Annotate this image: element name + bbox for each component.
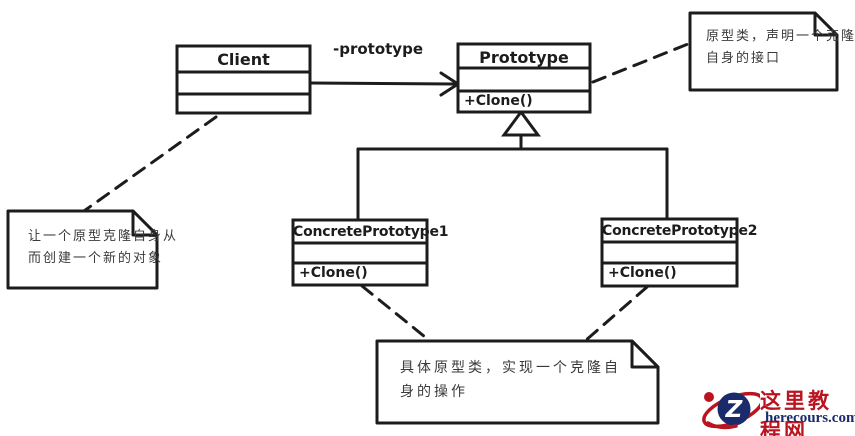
concrete2-note-link [583,285,649,343]
concrete1-note-link [360,284,432,343]
association-line [308,81,457,86]
prototype-note-line1: 原型类，声明一个克隆 [706,29,855,44]
prototype-note-link [591,42,690,84]
client-note-shape [6,209,159,290]
concrete1-class-name: ConcretePrototype1 [293,224,449,240]
client-note-line1: 让一个原型克隆自身从 [28,229,179,244]
client-note-fold-icon [131,209,159,237]
client-note-text: 让一个原型克隆自身从 而创建一个新的对象 [28,226,178,270]
client-class-name: Client [217,50,270,69]
prototype-class-name: Prototype [479,48,569,67]
concrete-note-text: 具体原型类，实现一个克隆自 身的操作 [400,356,621,404]
prototype-note-text: 原型类，声明一个克隆 自身的接口 [706,26,855,70]
prototype-note-fold-icon [813,11,839,37]
concrete2-clone-method: +Clone() [608,265,677,281]
concrete-note-fold-icon [630,339,660,369]
generalization-triangle-icon [501,109,541,137]
logo-site-name: 这里教程网 [760,389,832,436]
concrete1-clone-method: +Clone() [299,265,368,281]
association-role-label: -prototype [333,40,423,58]
logo-orbit-z-icon: Z [702,391,760,430]
prototype-clone-method: +Clone() [464,93,533,109]
concrete-note-line1: 具体原型类，实现一个克隆自 [400,360,621,376]
concrete1-class-box [291,218,429,287]
concrete2-class-box [600,217,739,288]
client-class-box [175,44,312,115]
site-logo: Z 这里教程网 herecours.com [698,382,855,436]
concrete-note-line2: 身的操作 [400,384,468,400]
logo-site-domain: herecours.com [765,410,855,426]
concrete2-class-name: ConcretePrototype2 [602,223,758,239]
prototype-note-line2: 自身的接口 [706,51,782,66]
concrete-note-shape [375,339,660,425]
client-note-link [82,115,218,213]
logo-monogram: Z [725,397,744,423]
prototype-class-box [456,42,592,114]
prototype-note-shape [688,11,839,92]
client-note-line2: 而创建一个新的对象 [28,251,164,266]
